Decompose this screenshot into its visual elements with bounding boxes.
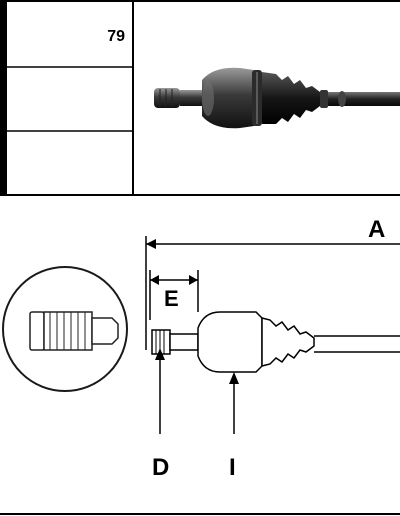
spline-detail-magnifier: [2, 266, 128, 392]
spec-table: 79: [0, 0, 400, 196]
shaft-outline: [151, 311, 400, 373]
leader-d: [155, 348, 165, 434]
dimension-drawing: [0, 236, 400, 515]
dimension-e-line: [149, 270, 199, 320]
dimension-i-label: I: [229, 454, 236, 481]
drive-shaft-photo: [136, 2, 400, 194]
dimension-e-label: E: [164, 286, 179, 311]
dimension-d-label: D: [152, 454, 170, 481]
technical-drawing: A E D I: [0, 200, 400, 516]
spec-row-1-value: 79: [107, 28, 125, 45]
dimension-a-line: [145, 236, 400, 350]
spec-table-grid: [0, 0, 400, 196]
dimension-a-label: A: [368, 216, 386, 243]
leader-i: [229, 372, 239, 434]
left-black-bar: [0, 0, 7, 196]
